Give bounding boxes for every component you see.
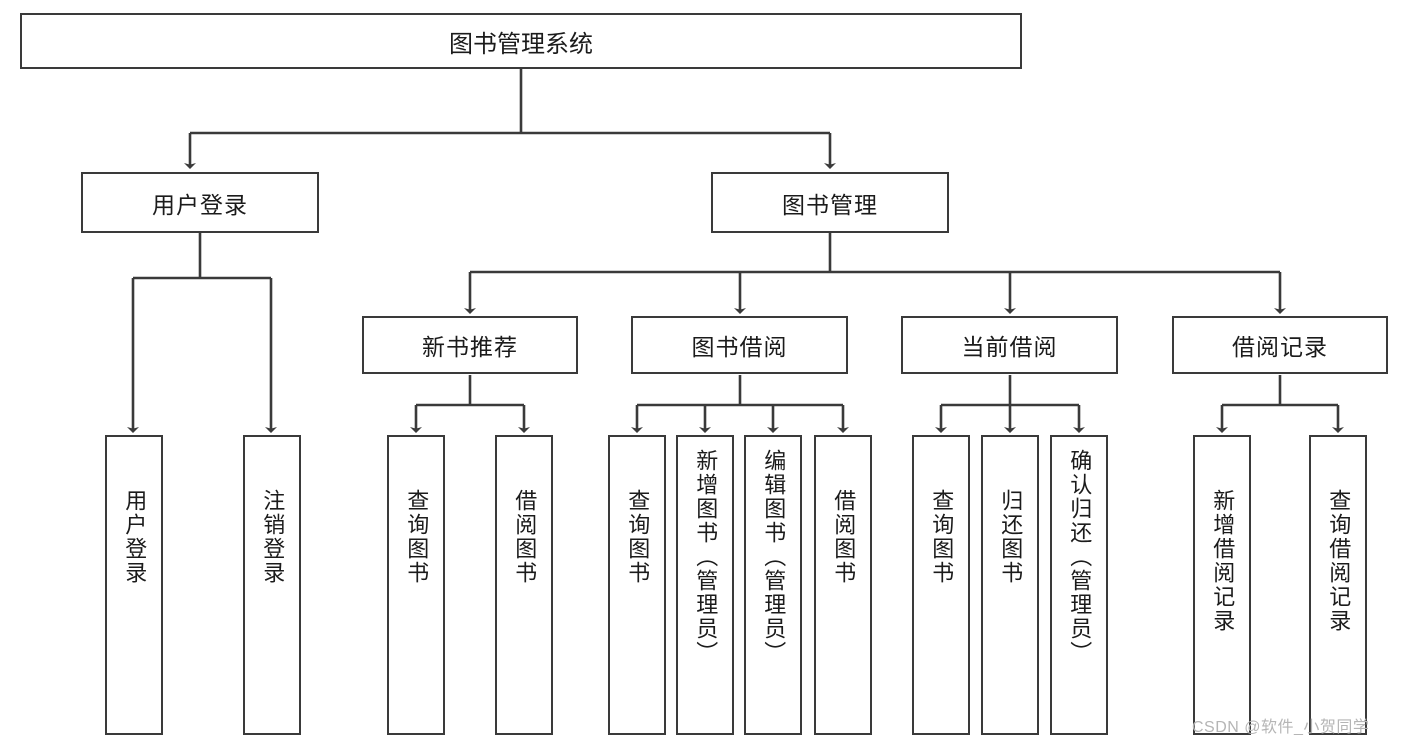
leaf-label: 查询图书 [625, 489, 651, 585]
leaf-query-book-borrow[interactable]: 查询图书 [608, 435, 666, 735]
leaf-borrow-book[interactable]: 借阅图书 [814, 435, 872, 735]
node-root-library-system[interactable]: 图书管理系统 [20, 13, 1022, 69]
leaf-user-login[interactable]: 用户登录 [105, 435, 163, 735]
leaf-borrow-book-recommend[interactable]: 借阅图书 [495, 435, 553, 735]
csdn-watermark: CSDN @软件_小贺同学 [1192, 719, 1370, 736]
node-book-management[interactable]: 图书管理 [711, 172, 949, 233]
node-label: 当前借阅 [961, 334, 1058, 360]
node-label: 借阅记录 [1232, 334, 1328, 360]
node-current-borrow[interactable]: 当前借阅 [901, 316, 1118, 374]
leaf-label: 编辑图书（管理员） [761, 449, 787, 665]
leaf-add-book-admin[interactable]: 新增图书（管理员） [676, 435, 734, 735]
leaf-query-book-recommend[interactable]: 查询图书 [387, 435, 445, 735]
node-borrow-record[interactable]: 借阅记录 [1172, 316, 1388, 374]
leaf-label: 归还图书 [998, 489, 1024, 585]
leaf-label: 新增借阅记录 [1210, 489, 1236, 633]
leaf-label: 查询借阅记录 [1326, 489, 1352, 633]
node-new-book-recommend[interactable]: 新书推荐 [362, 316, 578, 374]
node-user-login[interactable]: 用户登录 [81, 172, 319, 233]
node-book-borrow[interactable]: 图书借阅 [631, 316, 848, 374]
leaf-query-borrow-record[interactable]: 查询借阅记录 [1309, 435, 1367, 735]
leaf-edit-book-admin[interactable]: 编辑图书（管理员） [744, 435, 802, 735]
leaf-label: 确认归还（管理员） [1067, 449, 1093, 665]
leaf-add-borrow-record[interactable]: 新增借阅记录 [1193, 435, 1251, 735]
leaf-label: 查询图书 [404, 489, 430, 585]
leaf-confirm-return-admin[interactable]: 确认归还（管理员） [1050, 435, 1108, 735]
leaf-label: 借阅图书 [831, 489, 857, 585]
node-label: 图书借阅 [691, 334, 788, 360]
leaf-label: 新增图书（管理员） [693, 449, 719, 665]
leaf-query-book-current[interactable]: 查询图书 [912, 435, 970, 735]
leaf-label: 用户登录 [122, 489, 148, 585]
node-label: 图书管理 [782, 191, 878, 218]
leaf-return-book[interactable]: 归还图书 [981, 435, 1039, 735]
node-label: 新书推荐 [422, 334, 518, 360]
leaf-logout[interactable]: 注销登录 [243, 435, 301, 735]
leaf-label: 借阅图书 [512, 489, 538, 585]
leaf-label: 注销登录 [260, 489, 286, 585]
node-label: 用户登录 [152, 191, 248, 218]
leaf-label: 查询图书 [929, 489, 955, 585]
node-label: 图书管理系统 [449, 30, 593, 58]
